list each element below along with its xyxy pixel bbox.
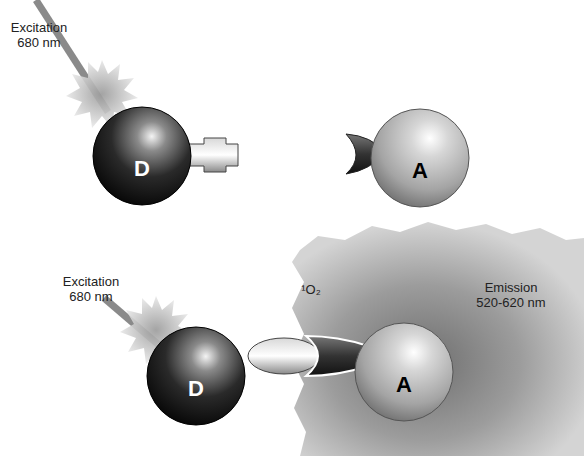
- annotation-label: Emission 520-620 nm: [470, 280, 552, 310]
- bead-letter: D: [188, 378, 204, 400]
- sphere-bead: A: [370, 108, 470, 208]
- bead-letter: A: [396, 374, 412, 396]
- sphere-bead: D: [146, 326, 246, 426]
- annotation-label: ¹O₂: [296, 282, 326, 297]
- bead-letter: A: [412, 160, 428, 182]
- sphere-bead: D: [92, 106, 192, 206]
- sphere-shape: [370, 108, 470, 208]
- emission-glow: [292, 222, 584, 456]
- sphere-shape: [92, 106, 192, 206]
- annotation-label: Excitation 680 nm: [56, 274, 126, 304]
- bead-letter: D: [134, 158, 150, 180]
- sphere-bead: A: [354, 322, 454, 422]
- annotation-label: Excitation 680 nm: [4, 20, 74, 50]
- binding-tag: [186, 138, 238, 172]
- sphere-shape: [354, 322, 454, 422]
- binding-tag: [248, 338, 320, 374]
- sphere-shape: [146, 326, 246, 426]
